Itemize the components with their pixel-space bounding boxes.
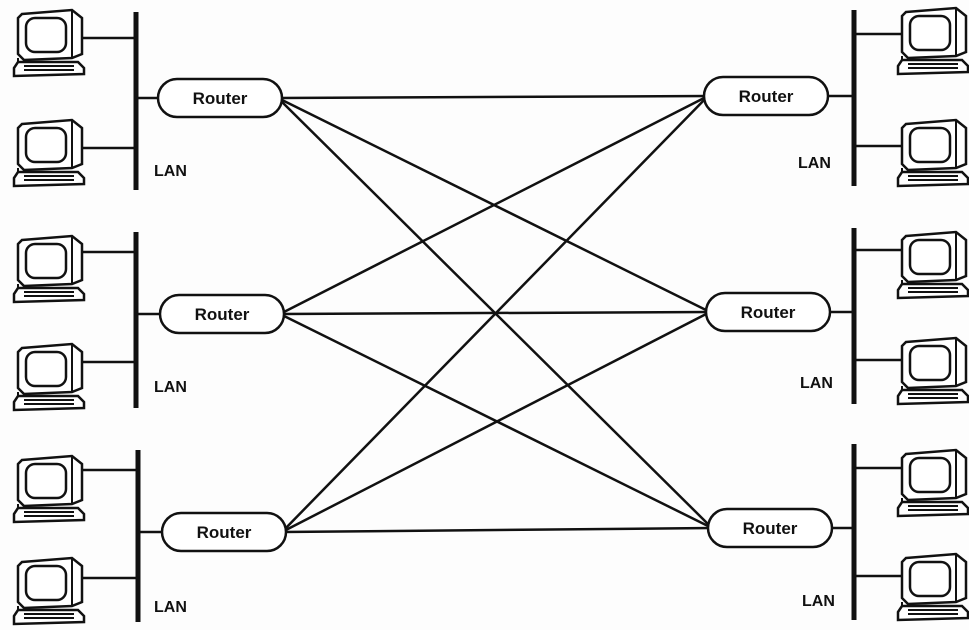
lan-label: LAN bbox=[802, 593, 835, 610]
wan-link bbox=[279, 94, 709, 316]
router-label: Router bbox=[739, 87, 794, 106]
desktop-computer-icon bbox=[12, 556, 86, 626]
lan-label: LAN bbox=[154, 163, 187, 180]
router-label: Router bbox=[197, 523, 252, 542]
router: Router bbox=[160, 511, 288, 553]
desktop-computer-icon bbox=[12, 118, 86, 188]
lan-segments bbox=[133, 10, 857, 622]
desktop-computer-icon bbox=[12, 8, 86, 78]
lan-label: LAN bbox=[154, 599, 187, 616]
router: Router bbox=[704, 291, 832, 333]
lan-labels: LAN LAN LAN LAN LAN LAN bbox=[154, 155, 835, 616]
desktop-computer-icon bbox=[896, 336, 969, 406]
router: Router bbox=[158, 293, 286, 335]
lan-label: LAN bbox=[154, 379, 187, 396]
desktop-computer-icon bbox=[12, 454, 86, 524]
desktop-computer-icon bbox=[896, 118, 969, 188]
wan-link bbox=[277, 94, 709, 100]
wan-link bbox=[281, 526, 713, 534]
router: Router bbox=[706, 507, 834, 549]
router-label: Router bbox=[193, 89, 248, 108]
desktop-computer-icon bbox=[896, 448, 969, 518]
router: Router bbox=[702, 75, 830, 117]
desktop-computer-icon bbox=[12, 342, 86, 412]
wan-link bbox=[281, 310, 711, 534]
router-label: Router bbox=[743, 519, 798, 538]
lan-label: LAN bbox=[798, 155, 831, 172]
lan-label: LAN bbox=[800, 375, 833, 392]
router-label: Router bbox=[195, 305, 250, 324]
desktop-computer-icon bbox=[896, 230, 969, 300]
computers bbox=[12, 6, 969, 626]
wan-link bbox=[281, 95, 709, 533]
desktop-computer-icon bbox=[896, 6, 969, 76]
wan-links bbox=[277, 94, 713, 534]
desktop-computer-icon bbox=[12, 234, 86, 304]
desktop-computer-icon bbox=[896, 552, 969, 622]
router: Router bbox=[156, 77, 284, 119]
router-label: Router bbox=[741, 303, 796, 322]
